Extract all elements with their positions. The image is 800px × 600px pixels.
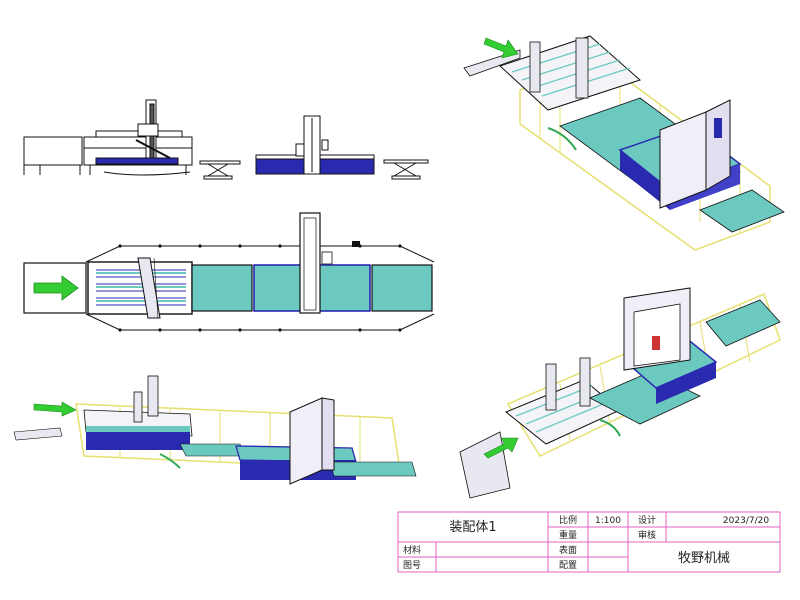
feed-direction-arrow-icon [33, 401, 77, 417]
material-label: 材料 [403, 544, 421, 556]
assembly-name: 装配体1 [449, 520, 496, 535]
company-name: 牧野机械 [678, 551, 730, 566]
drawing-no-label: 图号 [403, 560, 421, 571]
drawing-date: 2023/7/20 [723, 516, 769, 526]
scale-label: 比例 [559, 514, 577, 526]
feed-direction-arrow-icon [483, 37, 519, 59]
isometric-view-bottom-left [13, 375, 417, 485]
config-label: 配置 [559, 560, 577, 571]
designer-label: 设计 [638, 514, 656, 526]
surface-label: 表面 [559, 544, 577, 556]
isometric-view-top-right [463, 35, 785, 251]
scale-value: 1:100 [595, 516, 621, 526]
plan-view [23, 212, 435, 332]
weight-label: 重量 [559, 529, 577, 541]
feed-direction-arrow-icon [483, 437, 519, 459]
title-block [397, 511, 781, 573]
feed-direction-arrow-icon [33, 275, 79, 301]
isometric-view-bottom-right [459, 287, 781, 499]
front-elevation-view [23, 99, 429, 180]
checker-label: 审核 [638, 529, 656, 541]
